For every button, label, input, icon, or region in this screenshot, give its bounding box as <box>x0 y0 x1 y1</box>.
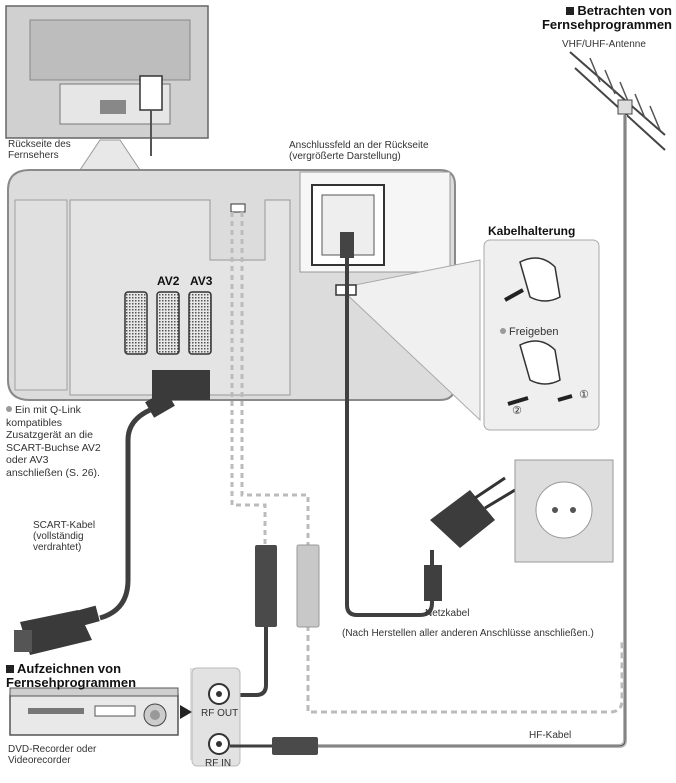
antenna-title: Betrachten von Fernsehprogrammen <box>522 4 672 32</box>
square-bullet-icon <box>6 665 14 673</box>
tv-back-label: Rückseite des Fernsehers <box>8 139 71 161</box>
qlink-note-text: Ein mit Q-Link kompatibles Zusatzgerät a… <box>6 404 101 479</box>
rf-plug-dark <box>255 545 277 627</box>
power-note: (Nach Herstellen aller anderen Anschlüss… <box>342 628 594 639</box>
bullet-dot-icon <box>6 406 12 412</box>
rf-plug-light <box>296 544 320 628</box>
tv-back-thumbnail <box>5 5 209 156</box>
scart-socket-av3 <box>188 291 212 355</box>
record-title-text: Aufzeichnen von Fernsehprogrammen <box>6 661 137 690</box>
cable-holder-illustration <box>504 257 573 406</box>
cable-holder-box <box>483 239 600 431</box>
rf-in-label: RF IN <box>205 758 232 769</box>
hf-cable-label: HF-Kabel <box>529 730 572 741</box>
antenna-icon <box>569 51 666 151</box>
qlink-note: Ein mit Q-Link kompatibles Zusatzgerät a… <box>6 404 104 479</box>
release-label: Freigeben <box>500 327 559 338</box>
wall-outlet <box>514 459 614 563</box>
power-plug <box>430 476 516 548</box>
antenna-title-text: Betrachten von Fernsehprogrammen <box>541 3 672 32</box>
record-title: Aufzeichnen von Fernsehprogrammen <box>6 662 186 690</box>
rf-out-label: RF OUT <box>201 708 239 719</box>
hf-plug <box>272 737 318 755</box>
panel-caption: Anschlussfeld an der Rückseite (vergröße… <box>289 140 429 162</box>
release-text: Freigeben <box>509 326 559 338</box>
dvd-label: DVD-Recorder oder Videorecorder <box>8 744 97 766</box>
scart-socket-1 <box>124 291 148 355</box>
scart-plug <box>14 605 100 655</box>
scart-cable-label: SCART-Kabel (vollständig verdrahtet) <box>33 520 96 553</box>
av3-label: AV3 <box>190 274 213 288</box>
step-1-label: ① <box>579 389 589 401</box>
scart-socket-av2 <box>156 291 180 355</box>
square-bullet-icon <box>566 7 575 15</box>
power-cable-label: Netzkabel <box>425 608 470 619</box>
cable-holder-title: Kabelhalterung <box>488 224 576 238</box>
av2-label: AV2 <box>157 274 180 288</box>
step-2-label: ② <box>512 405 522 417</box>
bullet-dot-icon <box>500 328 506 334</box>
antenna-subtitle: VHF/UHF-Antenne <box>562 39 646 50</box>
